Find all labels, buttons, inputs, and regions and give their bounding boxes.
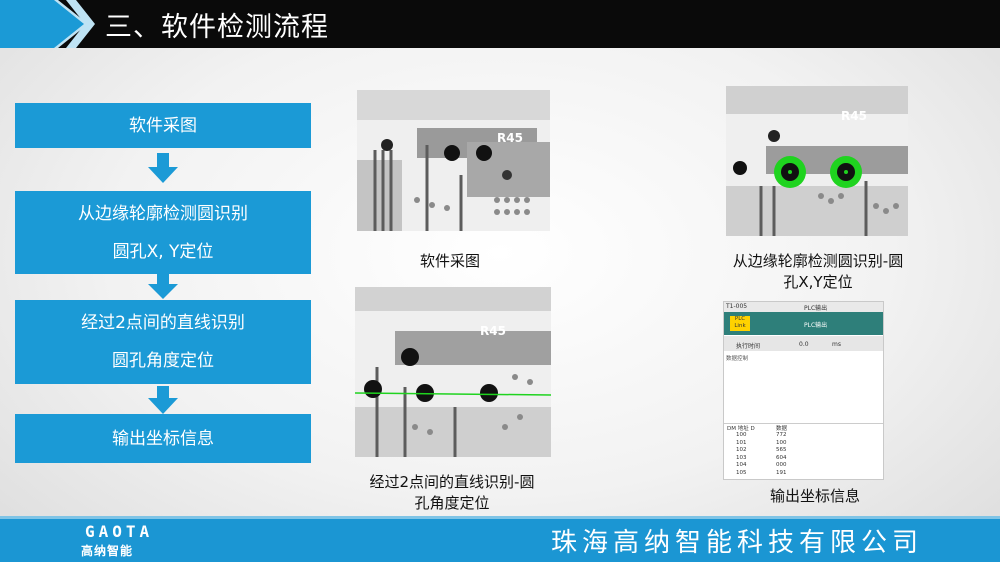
logo-chinese-name: 高纳智能 (81, 544, 134, 558)
title-bar: 三、软件检测流程 (0, 0, 1000, 48)
plc-time-row: 执行时间 0.0 ms (724, 336, 883, 351)
caption-line: 孔角度定位 (414, 494, 490, 512)
flow-step-label: 圆孔X, Y定位 (112, 241, 214, 262)
plc-header-bar (724, 312, 883, 335)
pcb-circle-detect-image: R45 (726, 86, 908, 236)
row-address: 103 (736, 454, 747, 461)
flow-arrow-down-icon (148, 386, 178, 414)
col-address: DM 地址 D (727, 426, 755, 432)
flow-step-label: 圆孔角度定位 (112, 351, 214, 371)
caption-circle-detect: 从边缘轮廓检测圆识别-圆 孔X,Y定位 (700, 251, 936, 293)
table-row: 100 772 (724, 432, 883, 440)
flow-step-label: 经过2点间的直线识别 (81, 313, 245, 333)
plc-title-bar: T1-005 PLC输出 (724, 302, 883, 312)
flow-step-capture: 软件采图 (15, 103, 311, 148)
row-data: 604 (776, 454, 787, 461)
row-address: 105 (736, 469, 747, 476)
plc-link-label: Link (734, 323, 746, 329)
row-data: 772 (776, 432, 787, 438)
plc-time-value: 0.0 (799, 341, 809, 348)
plc-window-id: T1-005 (726, 303, 748, 310)
row-address: 101 (736, 439, 747, 446)
flow-step-label: 软件采图 (129, 115, 197, 136)
table-row: 102 565 (724, 447, 883, 455)
table-header: DM 地址 D 数据 (724, 423, 883, 432)
row-data: 565 (776, 447, 787, 453)
table-row: 105 191 (724, 470, 883, 478)
plc-link-label: PLC (734, 316, 746, 322)
flow-arrow-down-icon (148, 153, 178, 183)
caption-line: 孔X,Y定位 (783, 273, 853, 291)
table-row: 103 604 (724, 455, 883, 463)
plc-output-screenshot: T1-005 PLC输出 PLC Link PLC输出 执行时间 0.0 ms … (723, 301, 884, 480)
col-data: 数据 (776, 426, 788, 432)
caption-capture: 软件采图 (419, 252, 480, 270)
table-row: 101 100 (724, 440, 883, 448)
pcb-capture-image: R45 (357, 90, 550, 231)
flow-step-circle-detect: 从边缘轮廓检测圆识别 圆孔X, Y定位 (15, 191, 311, 274)
plc-panel-title: PLC输出 (804, 322, 828, 329)
gaota-logo: GAOTA (85, 522, 153, 540)
plc-window-title: PLC输出 (804, 305, 828, 312)
row-data: 100 (776, 439, 787, 446)
logo-wordmark: GAOTA (85, 522, 153, 540)
pcb-silkscreen-label: R45 (841, 109, 867, 123)
company-name: 珠海高纳智能科技有限公司 (551, 528, 924, 558)
row-data: 191 (776, 469, 787, 476)
plc-link-button[interactable]: PLC Link (730, 316, 750, 331)
plc-section-label: 数据控制 (726, 356, 749, 362)
row-data: 000 (776, 462, 787, 468)
footer-bar (0, 519, 1000, 562)
caption-line: 经过2点间的直线识别-圆 (369, 473, 535, 491)
row-address: 104 (736, 462, 747, 468)
flow-step-label: 从边缘轮廓检测圆识别 (78, 203, 248, 224)
row-address: 100 (736, 432, 747, 438)
caption-line: 从边缘轮廓检测圆识别-圆 (732, 252, 904, 270)
flow-step-line-detect: 经过2点间的直线识别 圆孔角度定位 (15, 300, 311, 384)
flow-step-output: 输出坐标信息 (15, 414, 311, 463)
row-address: 102 (736, 447, 747, 453)
plc-time-label: 执行时间 (736, 343, 761, 350)
pcb-line-detect-image: R45 (355, 287, 551, 457)
flow-step-label: 输出坐标信息 (112, 428, 214, 449)
pcb-silkscreen-label: R45 (480, 324, 506, 338)
title-accent-shape (0, 0, 95, 48)
footer-divider (0, 516, 1000, 519)
table-row: 104 000 (724, 462, 883, 470)
plc-time-unit: ms (832, 341, 841, 348)
page-title: 三、软件检测流程 (105, 12, 329, 43)
caption-output: 输出坐标信息 (769, 487, 860, 505)
pcb-silkscreen-label: R45 (497, 131, 523, 145)
flow-arrow-down-icon (148, 274, 178, 299)
caption-line-detect: 经过2点间的直线识别-圆 孔角度定位 (340, 472, 564, 514)
